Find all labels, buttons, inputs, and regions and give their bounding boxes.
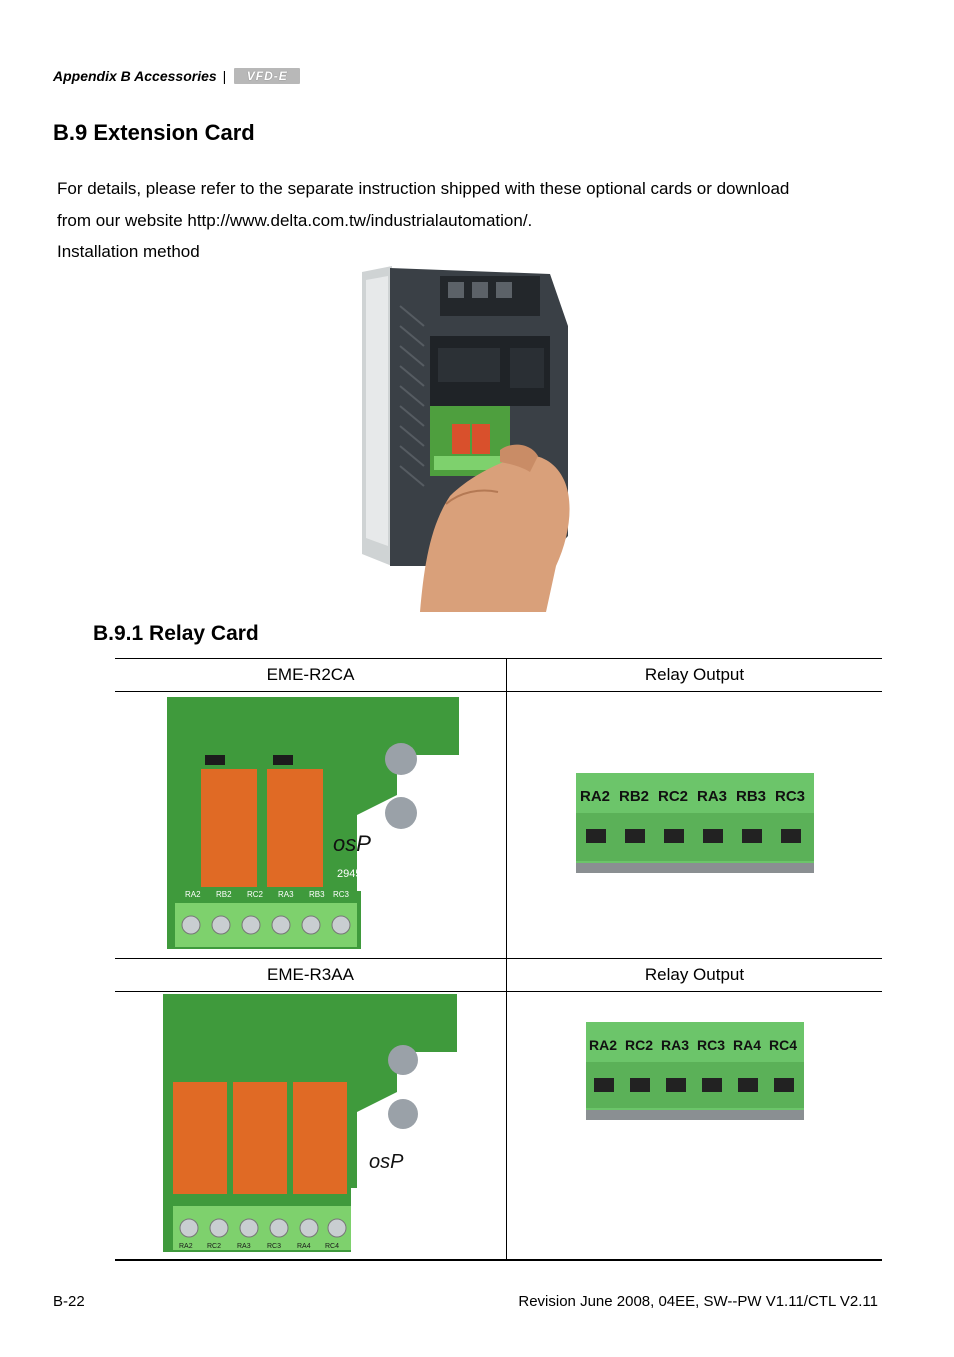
- terminal-label: RA2: [580, 788, 610, 805]
- eme-r2ca-board-photo: osP 2945411600 0S RA2 RB2 RC2 RA3 RB3 RC…: [166, 696, 459, 949]
- terminal-image-cell: RA2 RC2 RA3 RC3 RA4 RC4: [506, 991, 882, 1261]
- terminal-label: RC2: [625, 1037, 653, 1053]
- board-mark: 0S: [423, 864, 440, 880]
- terminal-label: RB2: [619, 788, 649, 805]
- board-term-label: RC2: [207, 1243, 221, 1250]
- table-row: osP 2945412100 0S RA2 RC2 RA3 RC3 RA4 RC…: [115, 991, 882, 1261]
- terminal-label: RC2: [658, 788, 688, 805]
- terminal-label: RA3: [661, 1037, 689, 1053]
- board-code: 2945412100: [365, 1180, 421, 1191]
- output-cell: Relay Output: [506, 658, 882, 692]
- terminal-label: RA3: [697, 788, 727, 805]
- board-mark: 0S: [433, 1179, 446, 1191]
- board-term-label: RA3: [278, 890, 294, 899]
- header-separator: |: [222, 68, 227, 84]
- revision-text: Revision June 2008, 04EE, SW--PW V1.11/C…: [518, 1293, 878, 1310]
- terminal-label: RA4: [733, 1037, 761, 1053]
- board-term-label: RC2: [247, 890, 264, 899]
- vfd-e-logo: VFD-E: [234, 68, 301, 84]
- board-term-label: RB3: [309, 890, 325, 899]
- eme-r3aa-terminal-photo: RA2 RC2 RA3 RC3 RA4 RC4: [585, 1022, 804, 1120]
- board-code: 2945411600: [337, 868, 397, 880]
- model-cell: EME-R3AA: [115, 958, 507, 992]
- page-number: B-22: [53, 1293, 85, 1310]
- board-signature: osP: [369, 1151, 404, 1173]
- board-term-label: RC4: [325, 1243, 339, 1250]
- page-header: Appendix B Accessories | VFD-E: [53, 68, 301, 84]
- terminal-label: RB3: [736, 788, 766, 805]
- table-row: EME-R3AA Relay Output: [115, 958, 882, 992]
- installation-photo: [360, 266, 574, 612]
- terminal-label: RC4: [769, 1037, 797, 1053]
- terminal-label: RC3: [775, 788, 805, 805]
- paragraph-3: Installation method: [57, 242, 200, 261]
- board-image-cell: osP 2945412100 0S RA2 RC2 RA3 RC3 RA4 RC…: [115, 991, 507, 1261]
- paragraph-2: from our website http://www.delta.com.tw…: [57, 211, 533, 230]
- terminal-label: RC3: [697, 1037, 725, 1053]
- board-term-label: RC3: [267, 1243, 281, 1250]
- eme-r3aa-board-photo: osP 2945412100 0S RA2 RC2 RA3 RC3 RA4 RC…: [162, 994, 457, 1252]
- paragraph-1: For details, please refer to the separat…: [57, 179, 790, 198]
- output-cell: Relay Output: [506, 958, 882, 992]
- board-term-label: RC3: [333, 890, 350, 899]
- table-row: EME-R2CA Relay Output: [115, 658, 882, 692]
- board-term-label: RA4: [297, 1243, 311, 1250]
- board-image-cell: osP 2945411600 0S RA2 RB2 RC2 RA3 RB3 RC…: [115, 692, 507, 959]
- section-title: B.9 Extension Card: [53, 120, 255, 145]
- terminal-image-cell: RA2 RB2 RC2 RA3 RB3 RC3: [506, 691, 882, 959]
- board-term-label: RA2: [179, 1243, 193, 1250]
- header-section: Appendix B Accessories: [53, 68, 217, 84]
- terminal-label: RA2: [589, 1037, 617, 1053]
- board-term-label: RA2: [185, 890, 201, 899]
- table-row: osP 2945411600 0S RA2 RB2 RC2 RA3 RB3 RC…: [115, 691, 882, 959]
- board-signature: osP: [333, 831, 371, 856]
- eme-r2ca-terminal-photo: RA2 RB2 RC2 RA3 RB3 RC3: [575, 772, 814, 873]
- board-term-label: RB2: [216, 890, 232, 899]
- board-term-label: RA3: [237, 1243, 251, 1250]
- model-cell: EME-R2CA: [115, 658, 507, 692]
- subsection-title: B.9.1 Relay Card: [93, 622, 259, 645]
- relay-card-table: EME-R2CA Relay Output osP 2945411600 0S …: [115, 658, 882, 1261]
